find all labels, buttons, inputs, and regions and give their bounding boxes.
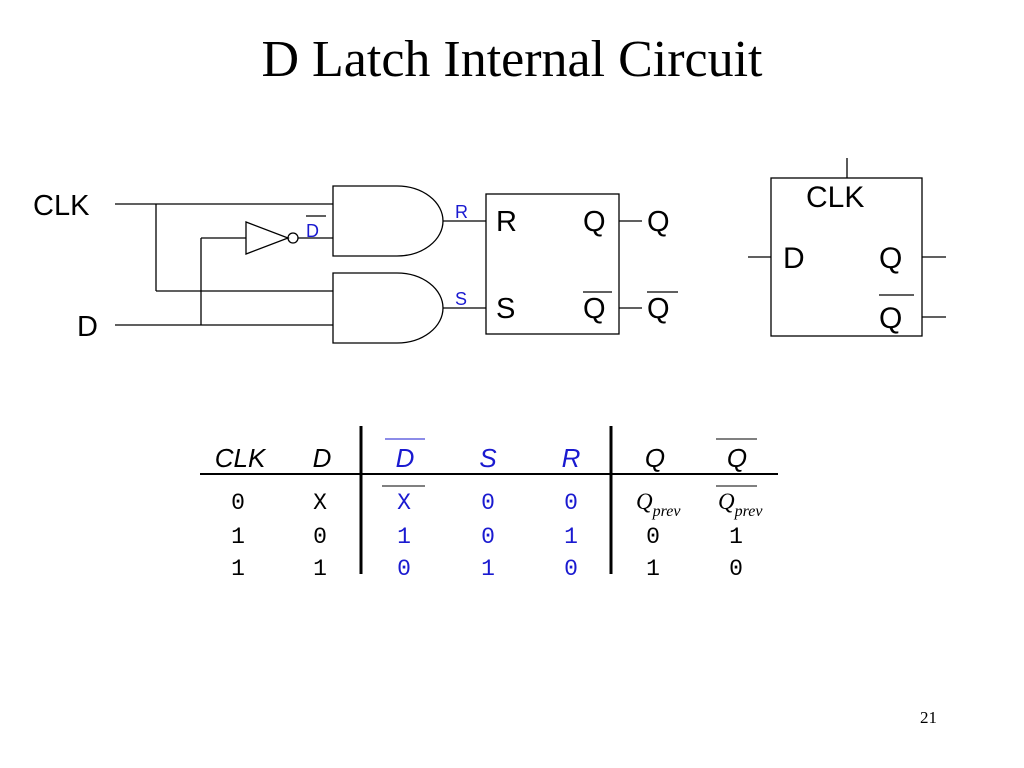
- row3-r: 0: [564, 556, 578, 582]
- symbol-q-label: Q: [879, 242, 902, 275]
- header-dbar: D: [396, 443, 415, 473]
- page-number: 21: [920, 708, 937, 727]
- row1-clk: 0: [231, 490, 245, 516]
- header-clk: CLK: [215, 443, 267, 473]
- row2-s: 0: [481, 524, 495, 550]
- row2-dbar: 1: [397, 524, 411, 550]
- row1-q-prev: Qprev: [636, 489, 681, 520]
- dbar-label: D: [306, 221, 319, 241]
- page-title: D Latch Internal Circuit: [261, 31, 763, 88]
- inverter-gate: [245, 221, 290, 255]
- row3-s: 1: [481, 556, 495, 582]
- latch-s-label: S: [496, 293, 515, 325]
- row3-qbar: 0: [729, 556, 743, 582]
- sr-latch-box: [485, 193, 620, 335]
- row2-qbar: 1: [729, 524, 743, 550]
- row2-r: 1: [564, 524, 578, 550]
- row1-r: 0: [564, 490, 578, 516]
- header-d: D: [313, 443, 332, 473]
- symbol-qbar-label: Q: [879, 302, 902, 335]
- latch-qbar-label: Q: [583, 293, 606, 325]
- and-gate-lower: [332, 272, 444, 344]
- row3-q: 1: [646, 556, 660, 582]
- output-qbar-label: Q: [647, 293, 670, 325]
- header-q: Q: [645, 443, 665, 473]
- row3-d: 1: [313, 556, 327, 582]
- row1-d: X: [313, 490, 327, 516]
- symbol-clk-label: CLK: [806, 181, 864, 214]
- output-q-label: Q: [647, 206, 670, 238]
- header-r: R: [562, 443, 581, 473]
- and-gate-upper: [332, 185, 444, 257]
- latch-q-label: Q: [583, 206, 606, 238]
- row3-clk: 1: [231, 556, 245, 582]
- row2-clk: 1: [231, 524, 245, 550]
- row1-dbar: X: [397, 490, 411, 516]
- latch-r-label: R: [496, 206, 517, 238]
- row1-s: 0: [481, 490, 495, 516]
- row2-d: 0: [313, 524, 327, 550]
- clk-input-label: CLK: [33, 190, 90, 222]
- r-wire-label: R: [455, 202, 468, 222]
- symbol-d-label: D: [783, 242, 805, 275]
- row1-qbar-prev: Qprev: [718, 489, 763, 520]
- s-wire-label: S: [455, 289, 467, 309]
- header-qbar: Q: [727, 443, 747, 473]
- row3-dbar: 0: [397, 556, 411, 582]
- d-input-label: D: [77, 311, 98, 343]
- header-s: S: [479, 443, 497, 473]
- truth-table: CLK D D S R Q Q 0 X X 0 0 Qprev Qprev 1 …: [200, 426, 778, 582]
- row2-q: 0: [646, 524, 660, 550]
